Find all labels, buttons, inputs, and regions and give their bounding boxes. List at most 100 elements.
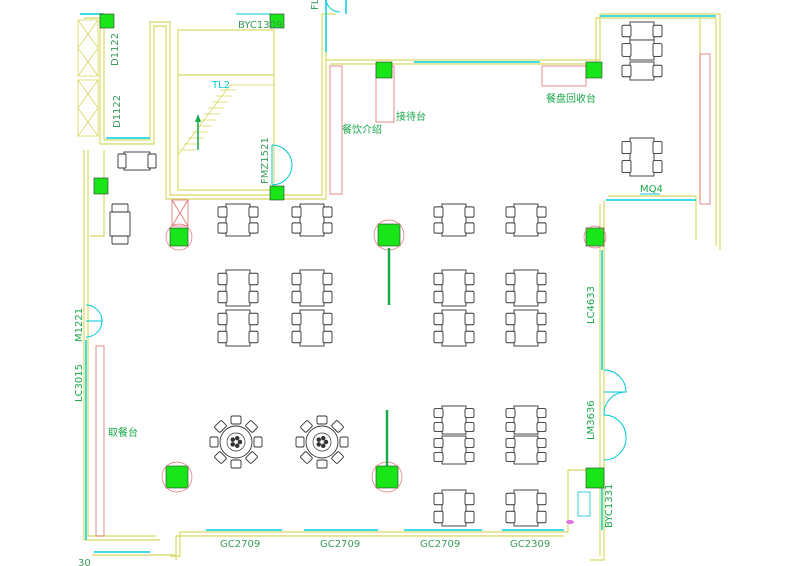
chair <box>147 153 157 169</box>
chair <box>433 290 444 304</box>
label-fl-top: FL <box>310 0 321 10</box>
dining-table <box>225 309 251 347</box>
chair <box>217 330 228 344</box>
chair <box>464 510 475 524</box>
round-table-center <box>226 432 246 452</box>
chair <box>433 312 444 326</box>
place-setting <box>316 437 322 442</box>
chair <box>464 408 475 418</box>
chair <box>248 272 259 286</box>
label-reception-desk: 接待台 <box>396 110 426 123</box>
round-table-center <box>312 432 332 452</box>
round-chair <box>245 451 258 464</box>
chair <box>291 206 302 218</box>
label-serving-counter: 取餐台 <box>108 426 138 439</box>
chair <box>505 492 516 506</box>
label-meal-window: 餐饮介绍 <box>342 123 382 136</box>
chair <box>536 222 547 234</box>
accent-marker <box>566 491 591 524</box>
chair <box>652 43 663 57</box>
dining-table <box>513 435 539 465</box>
chair <box>322 222 333 234</box>
chair <box>505 290 516 304</box>
place-setting <box>316 442 322 447</box>
chair <box>111 203 129 213</box>
dining-table <box>629 21 655 41</box>
chair <box>652 64 663 78</box>
door-d1122 <box>77 19 99 137</box>
chair <box>111 235 129 245</box>
label-fmz1521: FMZ1521 <box>260 137 271 184</box>
dining-table <box>441 203 467 237</box>
chair <box>621 43 632 57</box>
chair <box>621 159 632 174</box>
label-byc1309: BYC1309 <box>238 20 282 31</box>
chair <box>464 206 475 218</box>
chair <box>536 438 547 448</box>
chair <box>464 290 475 304</box>
chair <box>433 510 444 524</box>
label-byc1331: BYC1331 <box>604 484 615 528</box>
chair <box>433 492 444 506</box>
side-table <box>109 211 131 237</box>
chair <box>652 159 663 174</box>
chair <box>248 312 259 326</box>
chair <box>291 272 302 286</box>
glazing <box>80 0 716 553</box>
chair <box>505 452 516 462</box>
side-table <box>123 151 151 171</box>
chair <box>433 422 444 432</box>
chair <box>322 330 333 344</box>
chair <box>248 330 259 344</box>
chair <box>217 290 228 304</box>
dining-table <box>299 269 325 307</box>
chair <box>505 206 516 218</box>
round-chair <box>245 420 258 433</box>
label-edge-number: 30 <box>78 558 91 566</box>
place-setting <box>230 437 236 442</box>
place-setting <box>320 443 326 449</box>
chair <box>433 438 444 448</box>
chair <box>117 153 127 169</box>
chair <box>248 222 259 234</box>
chair <box>505 330 516 344</box>
chair <box>536 492 547 506</box>
chair <box>433 272 444 286</box>
chair <box>505 222 516 234</box>
chair <box>536 408 547 418</box>
chair <box>621 24 632 38</box>
chair <box>536 452 547 462</box>
round-chair <box>209 436 219 448</box>
round-chair <box>214 451 227 464</box>
round-chair <box>339 436 349 448</box>
round-chair <box>300 451 313 464</box>
chair <box>322 272 333 286</box>
chair <box>291 330 302 344</box>
chair <box>322 290 333 304</box>
chair <box>433 330 444 344</box>
chair <box>291 290 302 304</box>
place-setting <box>237 439 243 445</box>
chair <box>322 312 333 326</box>
chair <box>464 330 475 344</box>
round-chair <box>316 415 328 425</box>
dining-table <box>441 489 467 527</box>
dining-table <box>513 489 539 527</box>
place-setting <box>230 442 236 447</box>
chair <box>464 452 475 462</box>
chair <box>291 312 302 326</box>
chair <box>217 206 228 218</box>
label-mq4: MQ4 <box>640 184 663 195</box>
label-d1122-upper: D1122 <box>110 33 121 66</box>
chair <box>433 222 444 234</box>
chair <box>248 206 259 218</box>
chair <box>536 290 547 304</box>
chair <box>464 422 475 432</box>
chair <box>464 272 475 286</box>
round-chair <box>253 436 263 448</box>
label-gc2709-b: GC2709 <box>320 539 360 550</box>
chair <box>505 272 516 286</box>
chair <box>433 408 444 418</box>
chair <box>291 222 302 234</box>
